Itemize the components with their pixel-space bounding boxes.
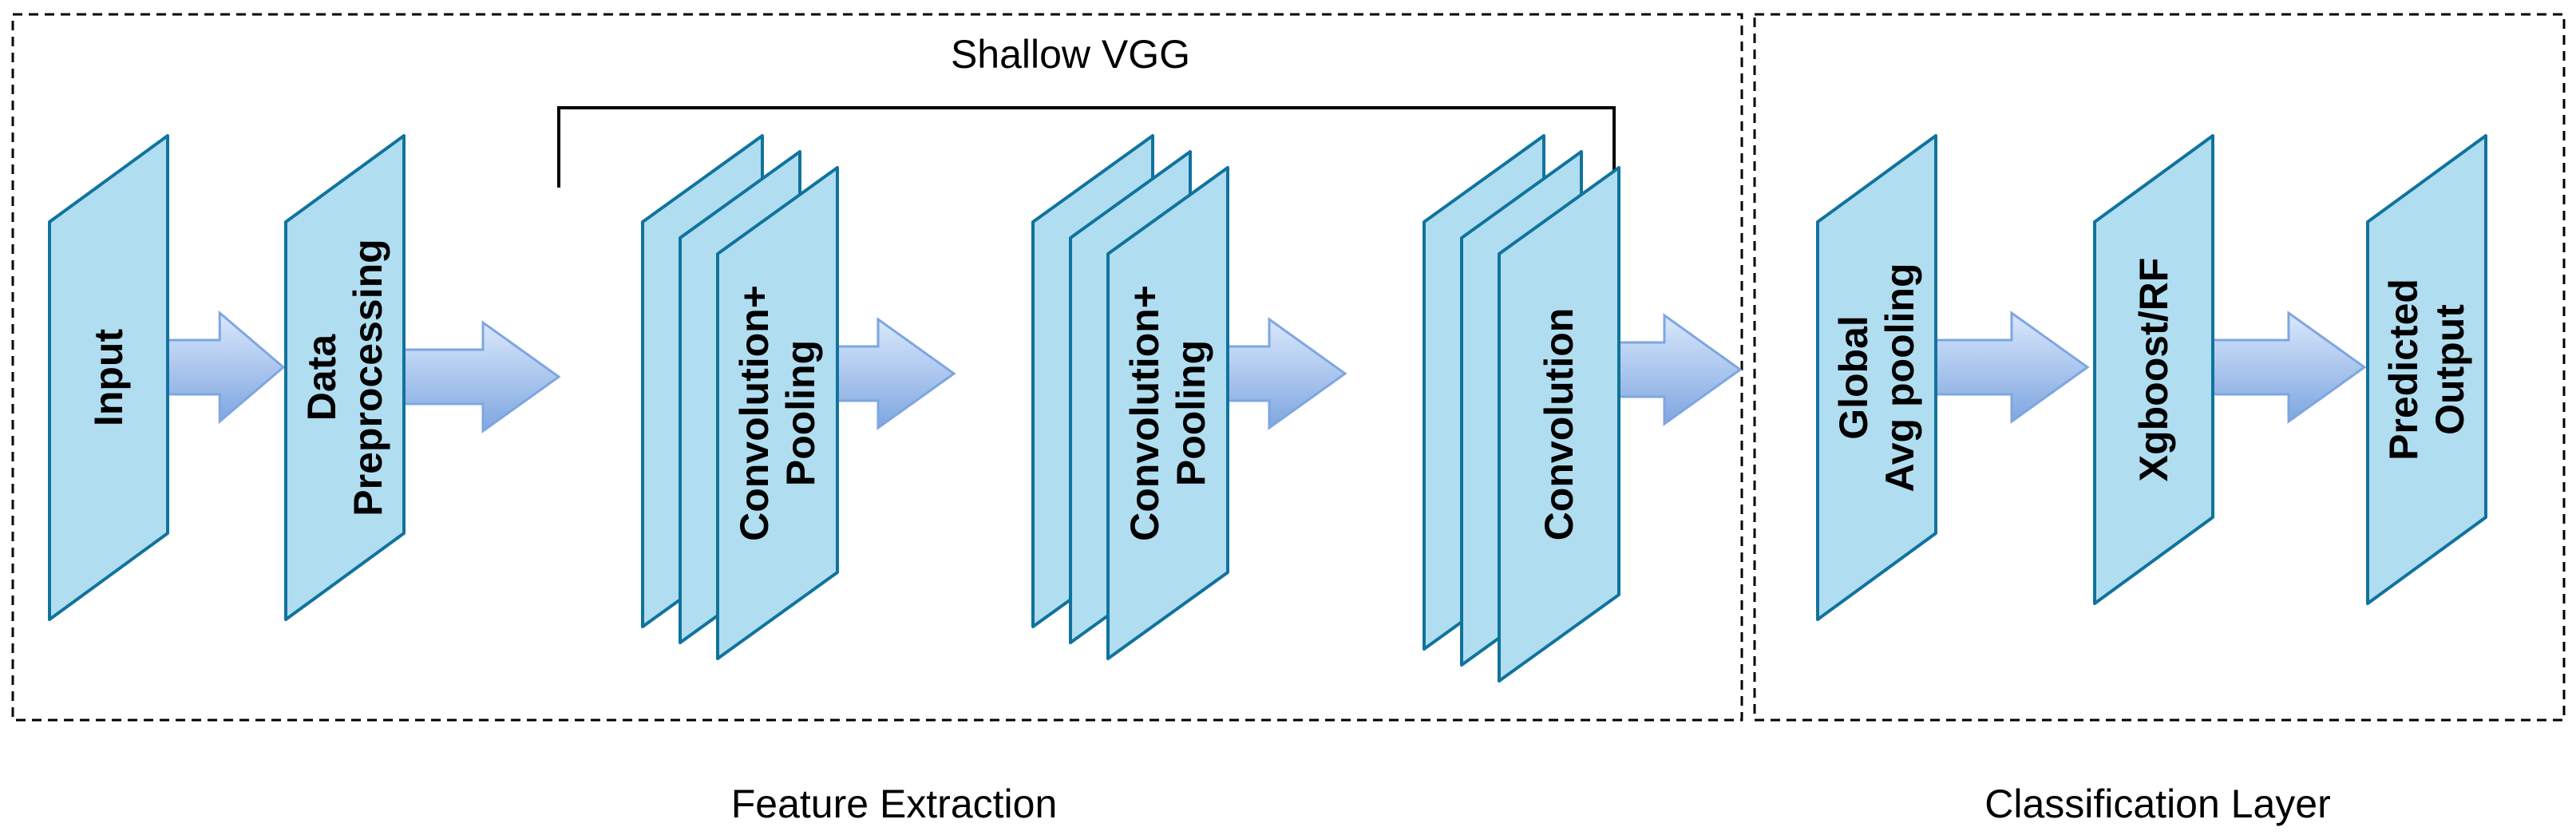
feature-extraction-caption: Feature Extraction <box>731 782 1058 826</box>
shallow-vgg-bracket <box>557 106 1616 190</box>
block-label-line: Pooling <box>778 340 823 486</box>
block-label-line: Input <box>86 329 131 427</box>
block-preprocessing: DataPreprocessing <box>284 134 406 621</box>
block-face <box>1106 166 1229 660</box>
block-label-line: Predicted <box>2381 279 2426 461</box>
arrows <box>166 310 2367 433</box>
classification-layer-caption: Classification Layer <box>1984 782 2331 826</box>
flow-arrow <box>166 310 286 425</box>
block-label: Input <box>86 329 131 427</box>
block-face <box>48 134 169 621</box>
flow-arrow <box>2211 311 2367 424</box>
block-label: DataPreprocessing <box>299 239 390 516</box>
block-face <box>716 166 839 660</box>
block-face <box>2093 134 2214 605</box>
block-face <box>1816 134 1937 621</box>
block-predicted-output: PredictedOutput <box>2366 134 2487 605</box>
block-input: Input <box>48 134 169 621</box>
block-label-line: Convolution <box>1537 308 1581 541</box>
block-label: GlobalAvg pooling <box>1831 263 1922 493</box>
block-label-line: Data <box>299 334 344 421</box>
block-global-avg-pooling: GlobalAvg pooling <box>1816 134 1937 621</box>
block-label: Xgboost/RF <box>2131 258 2176 482</box>
flow-arrow <box>402 320 561 433</box>
block-conv-3: Convolution <box>1423 134 1620 683</box>
block-label-line: Global <box>1831 315 1876 440</box>
flow-arrow <box>1934 311 2090 424</box>
block-label: Convolution+Pooling <box>732 285 823 541</box>
block-label: PredictedOutput <box>2381 279 2472 461</box>
block-label-line: Preprocessing <box>346 239 390 516</box>
block-label: Convolution+Pooling <box>1122 285 1213 541</box>
block-label-line: Output <box>2428 304 2472 435</box>
block-label-line: Convolution+ <box>1122 285 1167 541</box>
feature-extraction-container <box>11 13 1743 722</box>
block-label-line: Pooling <box>1169 340 1213 486</box>
block-label-line: Avg pooling <box>1878 263 1922 493</box>
shallow-vgg-label: Shallow VGG <box>951 32 1190 77</box>
block-face <box>284 134 406 621</box>
block-label-line: Xgboost/RF <box>2131 258 2176 482</box>
block-label: Convolution <box>1537 308 1581 541</box>
block-conv-pool-2: Convolution+Pooling <box>1031 134 1229 660</box>
classification-layer-container <box>1753 13 2566 722</box>
block-classifier: Xgboost/RF <box>2093 134 2214 605</box>
block-conv-pool-1: Convolution+Pooling <box>641 134 839 660</box>
block-label-line: Convolution+ <box>732 285 777 541</box>
block-face <box>2366 134 2487 605</box>
block-face <box>1498 166 1620 683</box>
